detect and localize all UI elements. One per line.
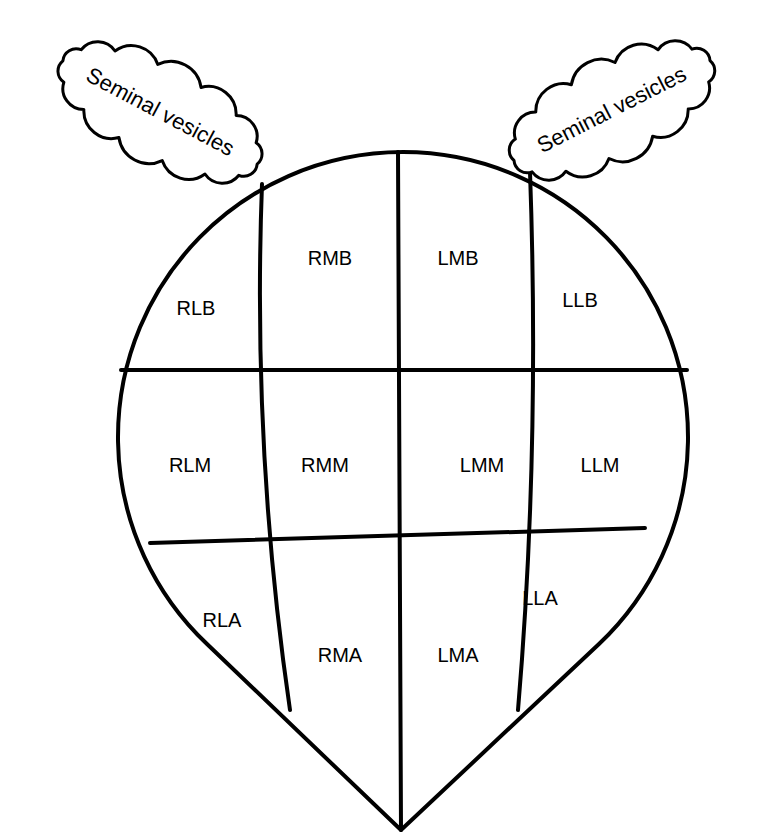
zone-label: LMM [460,454,504,476]
zone-label: RMB [308,247,352,269]
seminal-vesicle-cloud: Seminal vesicles [29,9,290,214]
base-mid-line [121,368,687,372]
prostate-zone: LLA [518,584,562,612]
zone-label: LLB [562,289,598,311]
midline [398,152,401,830]
zone-label: LMB [437,247,478,269]
zone-label: RMA [318,644,362,666]
seminal-vesicle-cloud: Seminal vesicles [481,9,743,212]
prostate-zone: RMM [297,451,353,479]
cloud-shape [37,12,284,211]
zone-label: RMM [301,454,349,476]
prostate-zone: LMM [456,451,509,479]
cloud-shape [489,12,736,209]
prostate-zone: RLM [165,451,216,479]
prostate-zone: RLB [173,294,220,322]
prostate-zone: RMA [314,641,367,669]
zone-label: LLA [522,587,558,609]
prostate-zone: LMB [433,244,483,272]
zone-label: LMA [437,644,478,666]
prostate-zone: RMB [304,244,357,272]
zone-label: RLM [169,454,211,476]
prostate-zone: RLA [199,606,246,634]
prostate-zone: LLB [558,286,602,314]
mid-apex-line [150,528,645,543]
prostate-border [118,152,688,830]
zone-label: RLA [203,609,242,631]
prostate-zone: LMA [433,641,483,669]
prostate-zone: LLM [577,451,624,479]
zone-label: RLB [177,297,216,319]
left-lateral-line [518,172,533,710]
zone-label: LLM [581,454,620,476]
right-lateral-line [260,184,290,710]
